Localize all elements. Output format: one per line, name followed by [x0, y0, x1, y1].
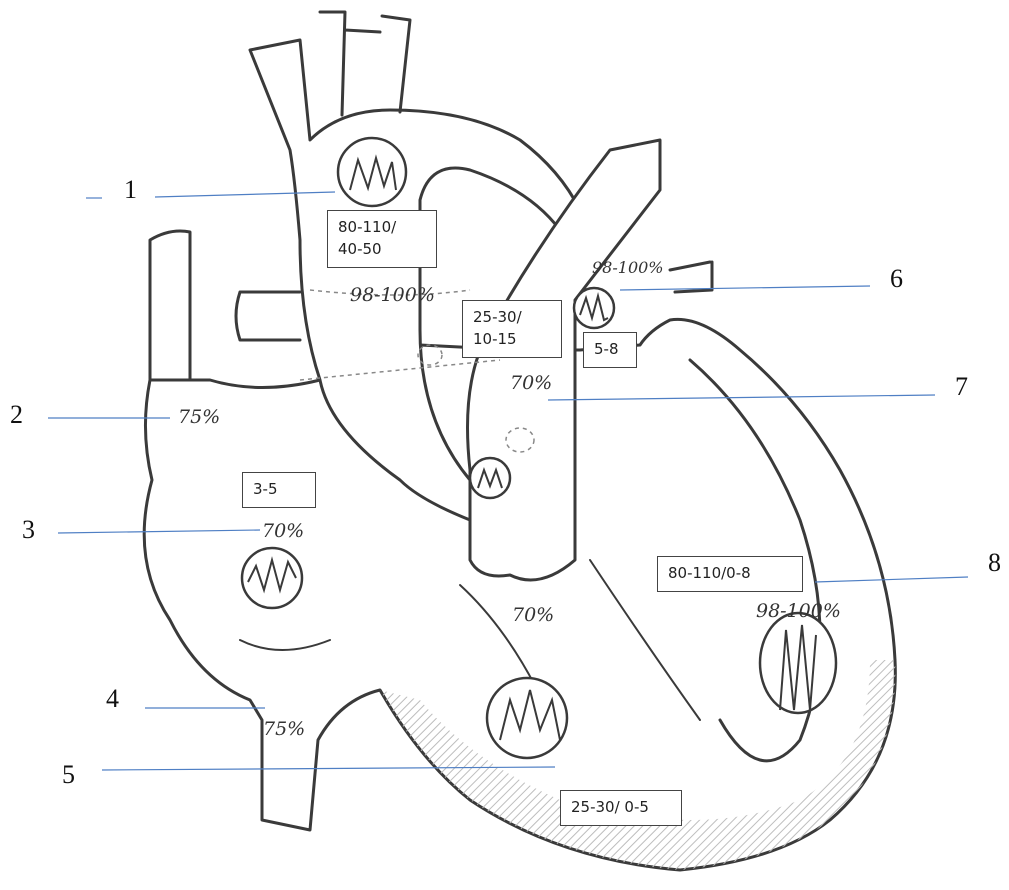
pressure-aorta-line2: 40-50 — [338, 239, 426, 261]
saturation-right-atrium: 70% — [262, 520, 304, 542]
waveform-pulmonary — [470, 458, 510, 498]
left-pulmonary-veins — [670, 262, 712, 292]
pressure-right-ventricle: 25-30/ 0-5 — [560, 790, 682, 826]
right-pulmonary-veins — [236, 292, 300, 340]
saturation-right-ventricle: 70% — [512, 604, 554, 626]
saturation-left-ventricle: 98-100% — [756, 600, 841, 622]
pressure-pulmonary: 25-30/ 10-15 — [462, 300, 562, 358]
pressure-right-atrium: 3-5 — [242, 472, 316, 508]
saturation-pulmonary: 70% — [510, 372, 552, 394]
pressure-aorta-line1: 80-110/ — [338, 217, 426, 239]
saturation-left-atrium: 98-100% — [592, 258, 664, 277]
leader-6 — [620, 286, 870, 290]
pressure-left-atrium: 5-8 — [583, 332, 637, 368]
pressure-pulmonary-line2: 10-15 — [473, 329, 551, 351]
callout-2: 2 — [10, 402, 23, 428]
callout-3: 3 — [22, 517, 35, 543]
pressure-aorta: 80-110/ 40-50 — [327, 210, 437, 268]
callout-8: 8 — [988, 550, 1001, 576]
saturation-aorta: 98-100% — [350, 284, 435, 306]
aortic-branches — [320, 12, 410, 115]
superior-vena-cava — [150, 231, 190, 380]
callout-5: 5 — [62, 762, 75, 788]
pressure-pulmonary-line1: 25-30/ — [473, 307, 551, 329]
callout-7: 7 — [955, 374, 968, 400]
callout-4: 4 — [106, 686, 119, 712]
callout-6: 6 — [890, 266, 903, 292]
pressure-left-ventricle: 80-110/0-8 — [657, 556, 803, 592]
saturation-ivc: 75% — [263, 718, 305, 740]
saturation-svc: 75% — [178, 406, 220, 428]
callout-1: 1 — [124, 177, 137, 203]
